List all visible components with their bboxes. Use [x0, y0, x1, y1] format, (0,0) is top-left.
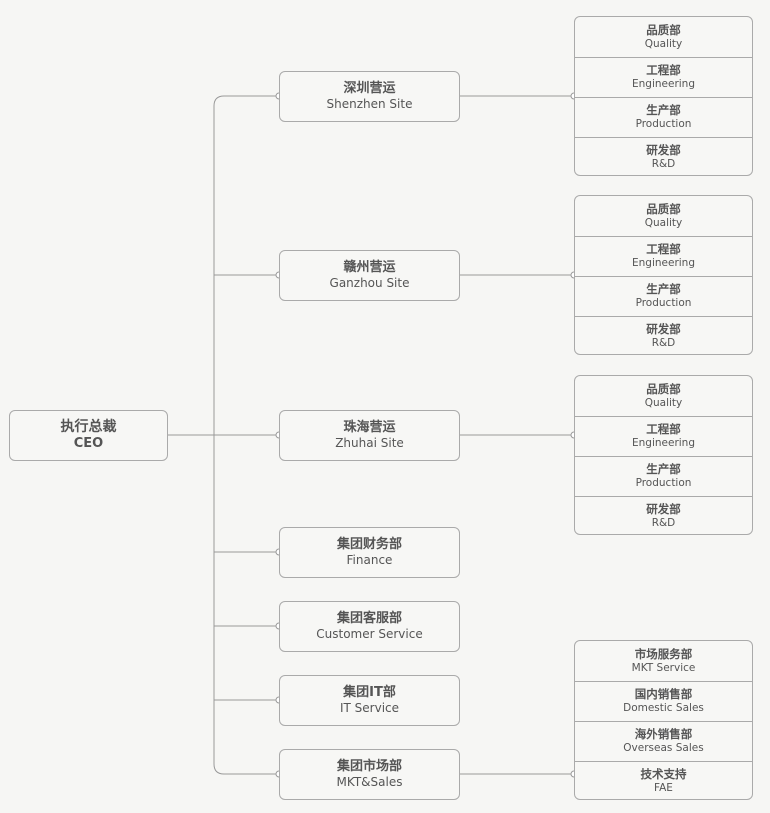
branch-node-it[interactable]: 集团IT部 IT Service — [279, 675, 460, 726]
branch-label-en: IT Service — [339, 701, 400, 716]
dept-label-zh: 研发部 — [646, 502, 681, 517]
branch-label-zh: 集团财务部 — [336, 536, 402, 552]
dept-label-en: Production — [635, 477, 692, 490]
dept-label-en: Domestic Sales — [623, 702, 704, 715]
dept-label-en: R&D — [651, 337, 676, 350]
branch-node-ganzhou[interactable]: 赣州营运 Ganzhou Site — [279, 250, 460, 301]
dept-label-en: Production — [635, 297, 692, 310]
dept-label-zh: 品质部 — [646, 22, 681, 37]
dept-label-zh: 工程部 — [646, 422, 681, 437]
branch-label-zh: 珠海营运 — [343, 419, 396, 435]
branch-label-zh: 赣州营运 — [343, 259, 396, 275]
dept-label-en: Quality — [644, 396, 683, 409]
dept-label-zh: 市场服务部 — [634, 646, 693, 661]
dept-label-en: Engineering — [632, 437, 695, 450]
dept-label-zh: 海外销售部 — [634, 727, 693, 742]
dept-label-en: Quality — [644, 216, 683, 229]
dept-label-zh: 生产部 — [646, 103, 681, 118]
branch-label-zh: 集团客服部 — [336, 610, 402, 626]
branch-label-zh: 深圳营运 — [343, 80, 396, 96]
branch-label-zh: 集团市场部 — [336, 758, 402, 774]
dept-label-en: MKT Service — [631, 661, 696, 674]
dept-label-zh: 生产部 — [646, 282, 681, 297]
dept-label-zh: 研发部 — [646, 322, 681, 337]
branch-node-shenzhen[interactable]: 深圳营运 Shenzhen Site — [279, 71, 460, 122]
dept-label-zh: 品质部 — [646, 381, 681, 396]
branch-label-zh: 集团IT部 — [343, 684, 396, 700]
branch-label-en: Shenzhen Site — [326, 97, 413, 112]
dept-label-en: Overseas Sales — [623, 742, 704, 755]
dept-label-en: R&D — [651, 158, 676, 171]
branch-label-en: Finance — [346, 553, 393, 568]
branch-label-en: Zhuhai Site — [335, 436, 404, 451]
branch-node-customer-service[interactable]: 集团客服部 Customer Service — [279, 601, 460, 652]
ceo-node[interactable]: 执行总裁 CEO — [9, 410, 168, 461]
branch-node-finance[interactable]: 集团财务部 Finance — [279, 527, 460, 578]
ceo-title-zh: 执行总裁 — [60, 418, 117, 435]
dept-label-en: Production — [635, 118, 692, 131]
dept-label-en: Quality — [644, 37, 683, 50]
branch-label-en: MKT&Sales — [336, 775, 403, 790]
branch-label-en: Customer Service — [316, 627, 423, 642]
dept-label-zh: 生产部 — [646, 462, 681, 477]
branch-node-marketing[interactable]: 集团市场部 MKT&Sales — [279, 749, 460, 800]
dept-label-zh: 工程部 — [646, 242, 681, 257]
dept-label-en: R&D — [651, 517, 676, 530]
dept-label-zh: 品质部 — [646, 201, 681, 216]
branch-node-zhuhai[interactable]: 珠海营运 Zhuhai Site — [279, 410, 460, 461]
dept-label-en: Engineering — [632, 78, 695, 91]
dept-label-zh: 工程部 — [646, 63, 681, 78]
dept-label-zh: 研发部 — [646, 143, 681, 158]
branch-label-en: Ganzhou Site — [329, 276, 410, 291]
dept-label-zh: 国内销售部 — [634, 687, 693, 702]
dept-label-zh: 技术支持 — [640, 767, 687, 782]
dept-label-en: Engineering — [632, 257, 695, 270]
dept-label-en: FAE — [654, 782, 673, 795]
ceo-title-en: CEO — [73, 436, 104, 452]
